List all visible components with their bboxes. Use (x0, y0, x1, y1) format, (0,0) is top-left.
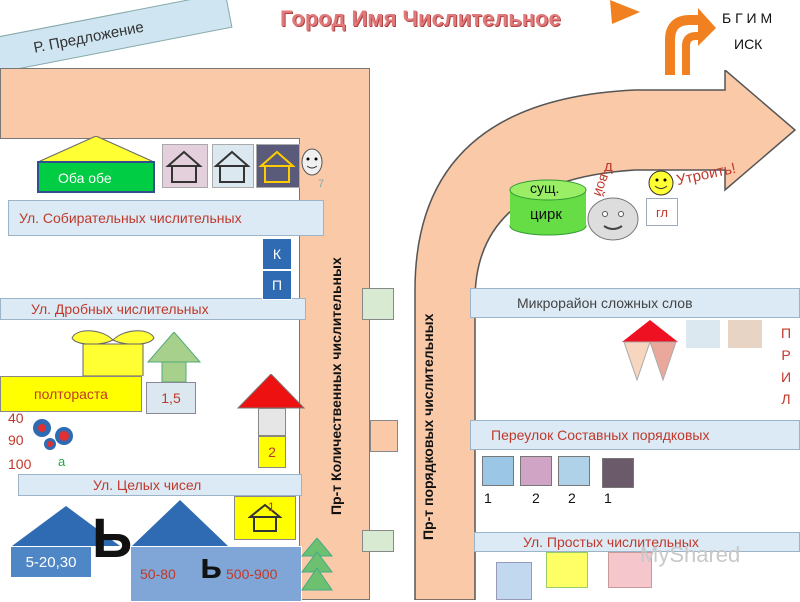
letter-a: а (58, 454, 66, 469)
street-pereulok: Переулок Составных порядковых (470, 420, 800, 450)
num-2b: 2 (568, 490, 576, 506)
house-oba (37, 136, 155, 193)
pril-letters: П Р И Л (780, 325, 792, 407)
house-two: 2 (258, 436, 286, 468)
house-icon (608, 552, 652, 588)
label-50-80: 50-80 (140, 566, 176, 582)
house-poltorasta-roof (71, 330, 155, 376)
house-icon-glyphs (165, 150, 296, 183)
house-icon (558, 456, 590, 486)
curved-arrow-icon (610, 0, 716, 75)
house-icon (496, 562, 532, 600)
house-icon (728, 320, 762, 348)
num-90: 90 (8, 432, 24, 448)
label-one: 1 (268, 500, 275, 514)
flowers-icon (33, 419, 73, 450)
street-prostye: Ул. Простых числительных (474, 532, 800, 552)
num-1b: 1 (604, 490, 612, 506)
street-drobnye: Ул. Дробных числительных (0, 298, 306, 320)
circus-icon (509, 179, 587, 236)
num-1a: 1 (484, 490, 492, 506)
k-box: К (262, 238, 292, 270)
soft-sign-big: Ь (92, 506, 133, 569)
label-bgim: Б Г И М (722, 10, 773, 26)
smiley-icon (301, 148, 323, 176)
river-predlozhenie: Р. Предложение (0, 0, 233, 74)
house-5-20-roof (12, 506, 120, 546)
p-box: П (262, 270, 292, 300)
soft-sign-small: ь (200, 545, 223, 586)
house-two-roof (236, 374, 306, 409)
street-mikroraion: Микрорайон сложных слов (470, 288, 800, 318)
connector (362, 288, 394, 320)
label-tsirk: цирк (530, 206, 562, 223)
face-icon (587, 197, 639, 241)
watermark: MyShared (640, 542, 741, 567)
street-tselye: Ул. Целых чисел (18, 474, 302, 496)
avenue-kolichestvennye: Пр-т Количественных числительных (328, 257, 344, 515)
label-isk: ИСК (734, 36, 763, 52)
house-one-half-roof (146, 332, 202, 382)
label-sushch: сущ. (530, 180, 560, 196)
label-500-900: 500-900 (226, 566, 278, 582)
house-icon (520, 456, 552, 486)
river-label: Р. Предложение (32, 18, 146, 57)
house-mikroraion (622, 320, 678, 382)
house-icon (546, 552, 588, 588)
house-one-half: 1,5 (146, 382, 196, 414)
avenue-poryadkovye: Пр-т порядковых числительных (420, 313, 436, 540)
connector (362, 530, 394, 552)
house-50-80-roof (132, 500, 228, 546)
num-40: 40 (8, 410, 24, 426)
house-oba-label: Оба обе (58, 170, 112, 186)
house-icon (686, 320, 720, 348)
seven-label: 7 (318, 178, 325, 190)
num-2a: 2 (532, 490, 540, 506)
num-100: 100 (8, 456, 32, 472)
house-icon (482, 456, 514, 486)
connector (370, 420, 398, 452)
gl-box: гл (646, 198, 678, 226)
tree-icon (300, 538, 334, 591)
house-poltorasta: полтораста (0, 376, 142, 412)
house-50-80 (130, 546, 302, 602)
page-title: Город Имя Числительное (280, 6, 561, 31)
house-5-20: 5-20,30 (10, 546, 92, 578)
house-icon (602, 458, 634, 488)
yellow-smiley-icon (648, 170, 674, 196)
house-icon (234, 496, 296, 540)
label-d: д (604, 158, 613, 175)
house-two-wall (258, 408, 286, 436)
street-sobiratelnye: Ул. Собирательных числительных (8, 200, 324, 236)
